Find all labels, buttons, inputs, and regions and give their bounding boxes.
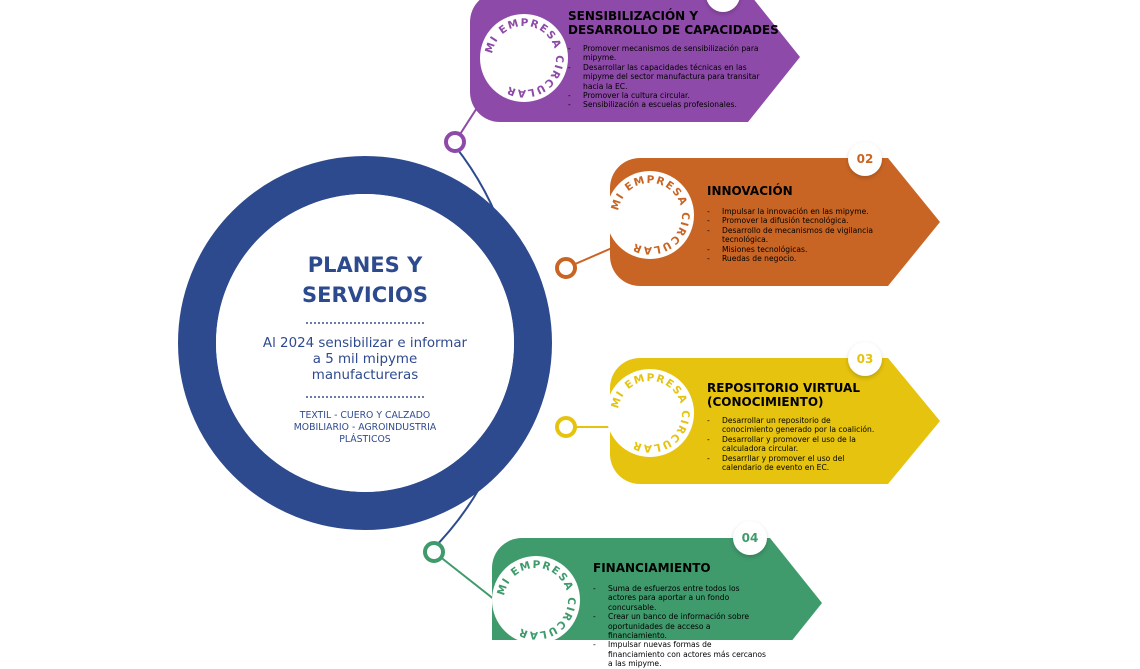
badge-disc: [480, 14, 568, 102]
card-item: Desarrollar las capacidades técnicas en …: [568, 63, 768, 91]
card-item: Ruedas de negocio.: [707, 254, 882, 264]
center-sectors: TEXTIL - CUERO Y CALZADO MOBILIARIO - AG…: [293, 410, 437, 445]
card-item: Impulsar nuevas formas de financiamiento…: [593, 640, 768, 668]
card-item: Misiones tecnológicas.: [707, 245, 882, 255]
card-title: FINANCIAMIENTO: [593, 561, 711, 575]
card-item-list: Promover mecanismos de sensibilización p…: [568, 44, 768, 110]
center-panel: PLANES Y SERVICIOS Al 2024 sensibilizar …: [260, 250, 470, 446]
connector-node: [423, 541, 445, 563]
badge-disc: [606, 369, 694, 457]
card-item: Impulsar la innovación en las mipyme.: [707, 207, 882, 217]
connector-node: [444, 131, 466, 153]
card-number-badge: 01: [706, 0, 740, 12]
card-item: Promover la cultura circular.: [568, 91, 768, 101]
card-item-list: Desarrollar un repositorio de conocimien…: [707, 416, 882, 472]
card-item: Desarrollar un repositorio de conocimien…: [707, 416, 882, 435]
dotted-divider-bottom: [306, 396, 424, 398]
dotted-divider-top: [306, 322, 424, 324]
connector-node: [555, 416, 577, 438]
card-item-list: Suma de esfuerzos entre todos los actore…: [593, 584, 768, 669]
center-goal: Al 2024 sensibilizar e informar a 5 mil …: [262, 336, 468, 383]
card-item: Desarrllar y promover el uso del calenda…: [707, 454, 882, 473]
center-title: PLANES Y SERVICIOS: [302, 253, 428, 307]
connector-line: [454, 79, 496, 143]
badge-disc: [492, 556, 580, 640]
card-item: Sensibilización a escuelas profesionales…: [568, 100, 768, 110]
card-number-badge: 03: [848, 342, 882, 376]
card-title: INNOVACIÓN: [707, 184, 793, 198]
center-ring: [178, 156, 552, 530]
card-item: Promover la difusión tecnológica.: [707, 216, 882, 226]
card-number-badge: 04: [733, 521, 767, 555]
card-item-list: Impulsar la innovación en las mipyme.Pro…: [707, 207, 882, 264]
badge-disc: [606, 171, 694, 259]
card-item: Suma de esfuerzos entre todos los actore…: [593, 584, 768, 612]
center-disc: [216, 194, 514, 492]
card-item: Crear un banco de información sobre opor…: [593, 612, 768, 640]
card-title: SENSIBILIZACIÓN Y DESARROLLO DE CAPACIDA…: [568, 9, 779, 37]
card-title: REPOSITORIO VIRTUAL (CONOCIMIENTO): [707, 381, 860, 409]
card-item: Desarrollar y promover el uso de la calc…: [707, 435, 882, 454]
card-number-badge: 02: [848, 142, 882, 176]
connector-node: [555, 257, 577, 279]
connector-line: [433, 551, 496, 601]
card-item: Promover mecanismos de sensibilización p…: [568, 44, 768, 63]
card-item: Desarrollo de mecanismos de vigilancia t…: [707, 226, 882, 245]
